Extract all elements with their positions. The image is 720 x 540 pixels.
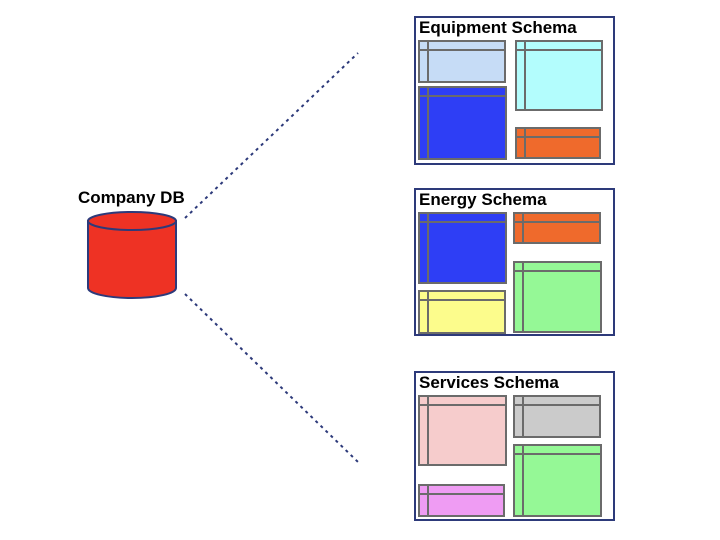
schema-table <box>515 40 603 111</box>
schema-table <box>515 127 601 159</box>
services-schema: Services Schema <box>414 371 615 521</box>
schema-table <box>513 261 602 333</box>
schema-title: Energy Schema <box>419 190 547 209</box>
schema-title: Services Schema <box>419 373 559 392</box>
schema-table <box>513 444 602 517</box>
database-icon <box>87 211 177 299</box>
schema-table <box>418 395 507 466</box>
connector-line-top <box>184 52 359 219</box>
schema-table <box>418 40 506 83</box>
energy-schema: Energy Schema <box>414 188 615 336</box>
schema-table <box>418 86 507 160</box>
schema-table <box>418 484 505 517</box>
connector-line-bottom <box>184 293 359 463</box>
schema-title: Equipment Schema <box>419 18 577 37</box>
schema-table <box>513 212 601 244</box>
equipment-schema: Equipment Schema <box>414 16 615 165</box>
schema-table <box>418 290 506 334</box>
schema-table <box>418 212 507 284</box>
schema-table <box>513 395 601 438</box>
company-db-label: Company DB <box>78 188 185 207</box>
